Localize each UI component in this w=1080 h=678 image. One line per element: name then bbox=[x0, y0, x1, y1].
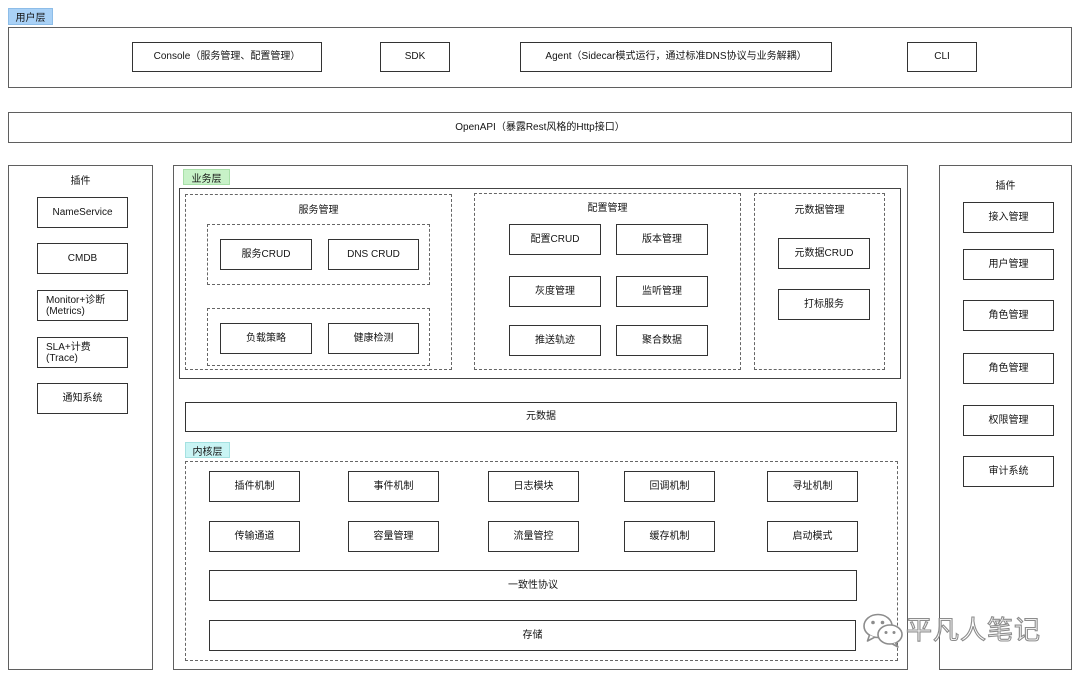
plugin-monitor: Monitor+诊断 (Metrics) bbox=[37, 290, 128, 321]
storage-bar: 存储 bbox=[209, 620, 856, 651]
metadata-crud-box: 元数据CRUD bbox=[778, 238, 870, 269]
plugin-user-management: 用户管理 bbox=[963, 249, 1054, 280]
push-trace-box: 推送轨迹 bbox=[509, 325, 601, 356]
sdk-box: SDK bbox=[380, 42, 450, 72]
aggregate-data-box: 聚合数据 bbox=[616, 325, 708, 356]
health-check-box: 健康检测 bbox=[328, 323, 419, 354]
plugin-role-management: 角色管理 bbox=[963, 300, 1054, 331]
plugin-access-management: 接入管理 bbox=[963, 202, 1054, 233]
kernel-module: 容量管理 bbox=[348, 521, 439, 552]
user-layer-panel: Console（服务管理、配置管理） SDK Agent（Sidecar模式运行… bbox=[8, 27, 1072, 88]
kernel-module: 事件机制 bbox=[348, 471, 439, 502]
right-plugin-panel: 插件 接入管理 用户管理 角色管理 角色管理 权限管理 审计系统 bbox=[939, 165, 1072, 670]
config-management-title: 配置管理 bbox=[587, 203, 628, 214]
metadata-management-title: 元数据管理 bbox=[794, 205, 845, 216]
plugin-monitor-label: Monitor+诊断 bbox=[46, 294, 106, 306]
kernel-module: 缓存机制 bbox=[624, 521, 715, 552]
console-box: Console（服务管理、配置管理） bbox=[132, 42, 322, 72]
user-layer-tag: 用户层 bbox=[8, 8, 53, 25]
right-plugin-title: 插件 bbox=[995, 181, 1016, 192]
service-crud-group: 服务CRUD DNS CRUD bbox=[207, 224, 430, 285]
kernel-module: 传输通道 bbox=[209, 521, 300, 552]
service-management-title: 服务管理 bbox=[298, 205, 339, 216]
plugin-monitor-sublabel: (Metrics) bbox=[46, 305, 85, 317]
kernel-layer-tag: 内核层 bbox=[185, 442, 230, 458]
service-management-frame: 服务管理 服务CRUD DNS CRUD 负载策略 健康检测 bbox=[185, 194, 452, 370]
kernel-module: 寻址机制 bbox=[767, 471, 858, 502]
plugin-nameservice: NameService bbox=[37, 197, 128, 228]
kernel-layer-frame: 插件机制 事件机制 日志模块 回调机制 寻址机制 传输通道 容量管理 流量管控 … bbox=[185, 461, 898, 661]
business-layer-frame: 服务管理 服务CRUD DNS CRUD 负载策略 健康检测 配置管理 配置CR… bbox=[179, 188, 901, 379]
plugin-audit-system: 审计系统 bbox=[963, 456, 1054, 487]
metadata-management-frame: 元数据管理 元数据CRUD 打标服务 bbox=[754, 193, 885, 370]
load-strategy-box: 负载策略 bbox=[220, 323, 312, 354]
cli-box: CLI bbox=[907, 42, 977, 72]
kernel-module: 插件机制 bbox=[209, 471, 300, 502]
plugin-cmdb: CMDB bbox=[37, 243, 128, 274]
agent-box: Agent（Sidecar模式运行，通过标准DNS协议与业务解耦） bbox=[520, 42, 832, 72]
plugin-permission-management: 权限管理 bbox=[963, 405, 1054, 436]
plugin-sla: SLA+计费 (Trace) bbox=[37, 337, 128, 368]
left-plugin-title: 插件 bbox=[70, 176, 91, 187]
kernel-module: 流量管控 bbox=[488, 521, 579, 552]
dns-crud-box: DNS CRUD bbox=[328, 239, 419, 270]
metadata-bar: 元数据 bbox=[185, 402, 897, 432]
listener-management-box: 监听管理 bbox=[616, 276, 708, 307]
plugin-sla-sublabel: (Trace) bbox=[46, 352, 78, 364]
tagging-service-box: 打标服务 bbox=[778, 289, 870, 320]
plugin-monitor-label-stack: Monitor+诊断 (Metrics) bbox=[46, 295, 105, 317]
plugin-role-management: 角色管理 bbox=[963, 353, 1054, 384]
service-crud-box: 服务CRUD bbox=[220, 239, 312, 270]
consensus-protocol-bar: 一致性协议 bbox=[209, 570, 857, 601]
kernel-module: 日志模块 bbox=[488, 471, 579, 502]
config-crud-box: 配置CRUD bbox=[509, 224, 601, 255]
watermark-text: 平凡人笔记 bbox=[905, 614, 1042, 645]
config-management-frame: 配置管理 配置CRUD 版本管理 灰度管理 监听管理 推送轨迹 聚合数据 bbox=[474, 193, 741, 370]
left-plugin-panel: 插件 NameService CMDB Monitor+诊断 (Metrics)… bbox=[8, 165, 153, 670]
core-panel: 业务层 服务管理 服务CRUD DNS CRUD 负载策略 健康检测 配置管理 … bbox=[173, 165, 908, 670]
kernel-module: 启动模式 bbox=[767, 521, 858, 552]
service-policy-group: 负载策略 健康检测 bbox=[207, 308, 430, 366]
plugin-sla-label: SLA+计费 bbox=[46, 341, 91, 353]
plugin-notification: 通知系统 bbox=[37, 383, 128, 414]
kernel-module: 回调机制 bbox=[624, 471, 715, 502]
version-management-box: 版本管理 bbox=[616, 224, 708, 255]
gray-release-box: 灰度管理 bbox=[509, 276, 601, 307]
business-layer-tag: 业务层 bbox=[183, 169, 230, 185]
plugin-sla-label-stack: SLA+计费 (Trace) bbox=[46, 342, 91, 364]
wechat-icon bbox=[862, 612, 904, 648]
openapi-bar: OpenAPI（暴露Rest风格的Http接口） bbox=[8, 112, 1072, 143]
